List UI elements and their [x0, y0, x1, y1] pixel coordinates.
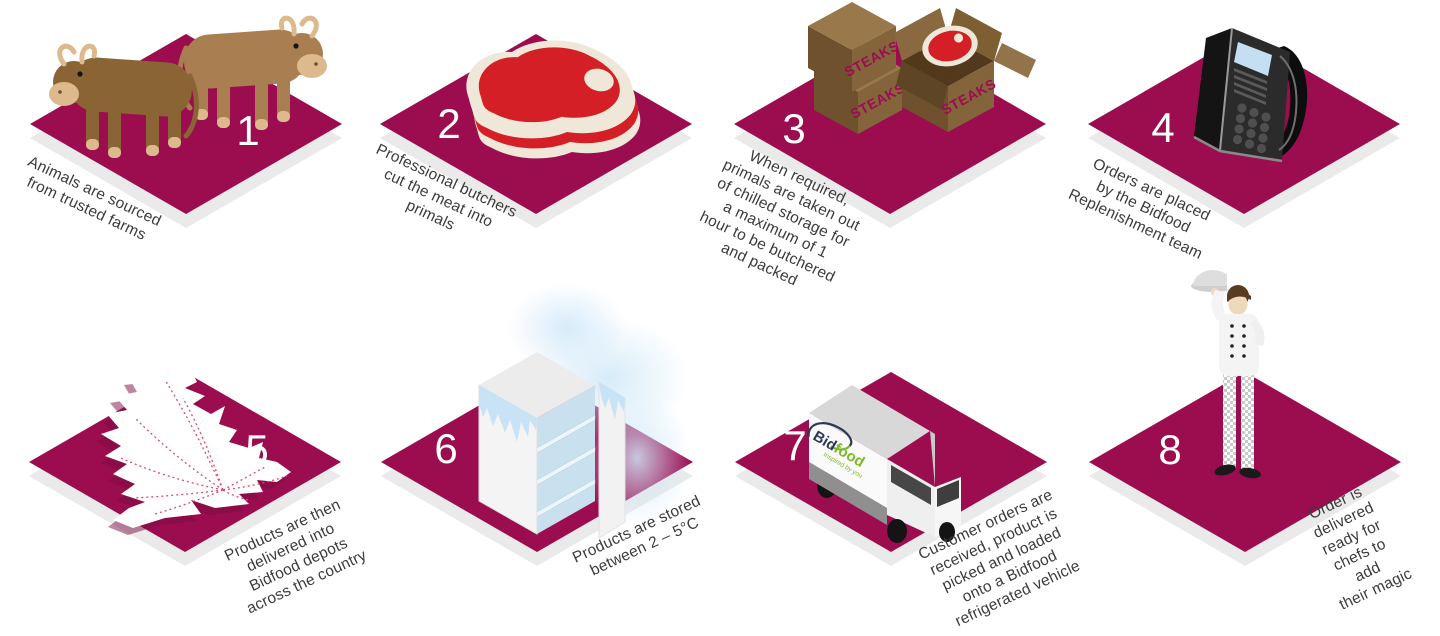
- step-number-2: 2: [437, 100, 461, 147]
- icicles: [599, 382, 625, 420]
- step-number-6: 6: [434, 425, 458, 472]
- step-number-1: 1: [236, 107, 260, 154]
- uk-map-icon: [96, 358, 291, 535]
- steak-icon: [466, 40, 641, 159]
- step-tile-3: STEAKS STEAKS STEAKS: [734, 2, 1046, 228]
- telephone-icon: [1193, 27, 1308, 163]
- step-tile-4: [1088, 27, 1400, 228]
- step-number-3: 3: [782, 105, 806, 152]
- delivery-routes: [120, 379, 288, 515]
- step-tile-7: Bidfood Inspired by you: [735, 372, 1047, 566]
- step-tile-8: [1089, 251, 1401, 566]
- step-tile-6: [381, 283, 693, 566]
- step-number-8: 8: [1158, 426, 1182, 473]
- step-number-5: 5: [245, 426, 269, 473]
- step-number-7: 7: [783, 422, 807, 469]
- freezer-icon: [478, 283, 692, 539]
- delivery-truck-icon: Bidfood Inspired by you: [807, 385, 961, 543]
- chef-icon: [1191, 251, 1265, 479]
- step-tile-1: [30, 0, 342, 228]
- icicles: [479, 385, 537, 442]
- step-tile-2: [380, 34, 692, 228]
- step-tile-5: [29, 358, 341, 566]
- step-number-4: 4: [1151, 104, 1175, 151]
- steak-boxes-icon: STEAKS STEAKS STEAKS: [808, 2, 1036, 134]
